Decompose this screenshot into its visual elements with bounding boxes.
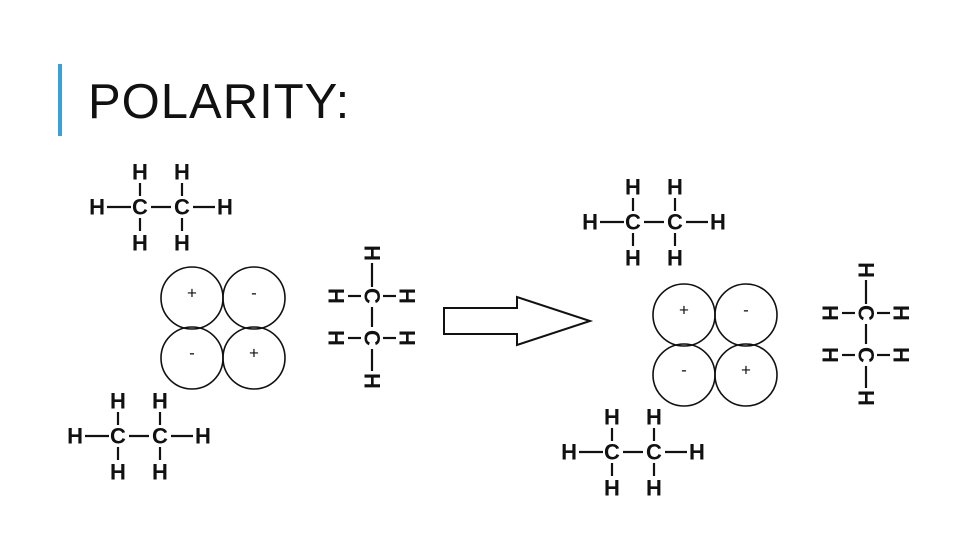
carbon-atom: C xyxy=(667,210,683,235)
carbon-atom: C xyxy=(854,305,879,321)
minus-charge: - xyxy=(251,284,257,303)
hydrogen-atom: H xyxy=(152,389,168,414)
hydrogen-atom: H xyxy=(174,160,190,185)
hydrogen-atom: H xyxy=(710,210,726,235)
hydrogen-atom: H xyxy=(667,246,683,271)
minus-charge: - xyxy=(189,344,195,363)
hydrogen-atom: H xyxy=(110,460,126,485)
circle-outline xyxy=(714,343,778,407)
hydrogen-atom: H xyxy=(818,305,843,321)
minus-charge: - xyxy=(681,361,687,380)
hydrogen-atom: H xyxy=(174,231,190,256)
hydrogen-atom: H xyxy=(625,246,641,271)
hydrogen-atom: H xyxy=(360,373,385,389)
title-accent-bar xyxy=(58,64,62,136)
carbon-atom: C xyxy=(174,195,190,220)
dipole-circle: + xyxy=(160,266,224,330)
page-title: POLARITY: xyxy=(88,75,351,129)
hydrogen-atom: H xyxy=(324,288,349,304)
dipole-grid-right: + - - + xyxy=(652,283,778,407)
dipole-circle: + xyxy=(222,326,286,390)
hydrogen-atom: H xyxy=(89,195,105,220)
carbon-atom: C xyxy=(646,440,662,465)
hydrogen-atom: H xyxy=(667,175,683,200)
hydrogen-atom: H xyxy=(689,440,705,465)
hydrogen-atom: H xyxy=(110,389,126,414)
hydrogen-atom: H xyxy=(132,231,148,256)
carbon-atom: C xyxy=(152,424,168,449)
dipole-circle: - xyxy=(160,326,224,390)
carbon-atom: C xyxy=(360,288,385,304)
carbon-atom: C xyxy=(625,210,641,235)
hydrogen-atom: H xyxy=(195,424,211,449)
plus-charge: + xyxy=(187,284,197,303)
hydrogen-atom: H xyxy=(818,347,843,363)
hydrogen-atom: H xyxy=(646,405,662,430)
circle-outline xyxy=(222,326,286,390)
carbon-atom: C xyxy=(132,195,148,220)
hydrogen-atom: H xyxy=(132,160,148,185)
hydrogen-atom: H xyxy=(217,195,233,220)
hydrogen-atom: H xyxy=(604,405,620,430)
hydrogen-atom: H xyxy=(360,245,385,261)
hydrogen-atom: H xyxy=(67,424,83,449)
dipole-grid-left: + - - + xyxy=(160,266,286,390)
hydrogen-atom: H xyxy=(889,347,914,363)
hydrogen-atom: H xyxy=(152,460,168,485)
dipole-circle: + xyxy=(714,343,778,407)
carbon-atom: C xyxy=(604,440,620,465)
carbon-atom: C xyxy=(110,424,126,449)
plus-charge: + xyxy=(249,344,259,363)
plus-charge: + xyxy=(679,301,689,320)
hydrogen-atom: H xyxy=(395,288,420,304)
minus-charge: - xyxy=(743,301,749,320)
carbon-atom: C xyxy=(360,330,385,346)
hydrogen-atom: H xyxy=(625,175,641,200)
hydrogen-atom: H xyxy=(889,305,914,321)
carbon-atom: C xyxy=(854,347,879,363)
dipole-circle: - xyxy=(222,266,286,330)
hydrogen-atom: H xyxy=(561,440,577,465)
hydrogen-atom: H xyxy=(854,390,879,406)
hydrogen-atom: H xyxy=(395,330,420,346)
plus-charge: + xyxy=(741,361,751,380)
circle-outline xyxy=(714,283,778,347)
dipole-circle: + xyxy=(652,283,716,347)
hydrogen-atom: H xyxy=(604,476,620,501)
hydrogen-atom: H xyxy=(324,330,349,346)
hydrogen-atom: H xyxy=(854,262,879,278)
dipole-circle: - xyxy=(714,283,778,347)
arrow-shape xyxy=(443,295,594,347)
hydrogen-atom: H xyxy=(582,210,598,235)
dipole-circle: - xyxy=(652,343,716,407)
hydrogen-atom: H xyxy=(646,476,662,501)
circle-outline xyxy=(222,266,286,330)
